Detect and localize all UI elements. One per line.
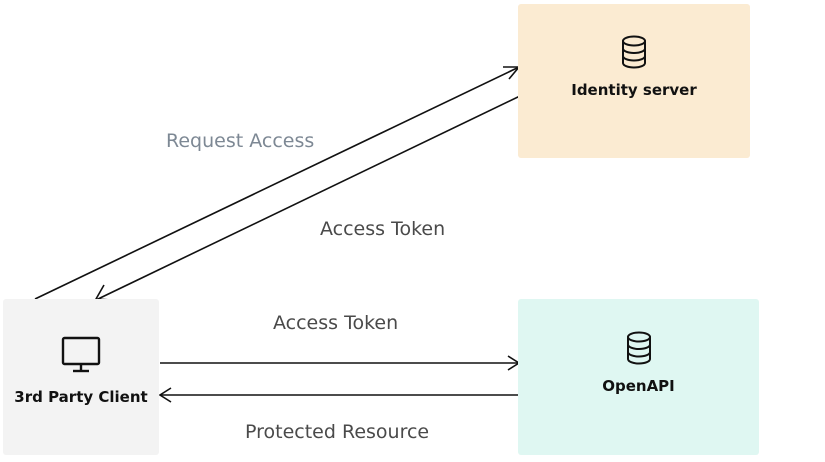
arrowhead-icon bbox=[94, 284, 113, 301]
openapi-label: OpenAPI bbox=[602, 377, 675, 395]
edge-access-token-forward bbox=[160, 355, 521, 371]
openapi-node: OpenAPI bbox=[518, 299, 759, 455]
third-party-client-label: 3rd Party Client bbox=[14, 388, 148, 406]
request-access-label: Request Access bbox=[166, 130, 315, 152]
edge-request-access bbox=[34, 66, 521, 300]
identity-server-label: Identity server bbox=[571, 81, 697, 99]
arrowhead-icon bbox=[158, 387, 172, 403]
edge-access-token-return bbox=[94, 95, 521, 301]
database-icon bbox=[626, 331, 652, 369]
monitor-icon bbox=[61, 336, 101, 378]
access-token-forward-label: Access Token bbox=[273, 312, 399, 334]
identity-server-node: Identity server bbox=[518, 4, 750, 158]
third-party-client-node: 3rd Party Client bbox=[3, 299, 159, 455]
protected-resource-label: Protected Resource bbox=[245, 421, 430, 443]
edge-protected-resource bbox=[158, 387, 518, 403]
access-token-return-label: Access Token bbox=[320, 218, 446, 240]
database-icon bbox=[621, 35, 647, 73]
